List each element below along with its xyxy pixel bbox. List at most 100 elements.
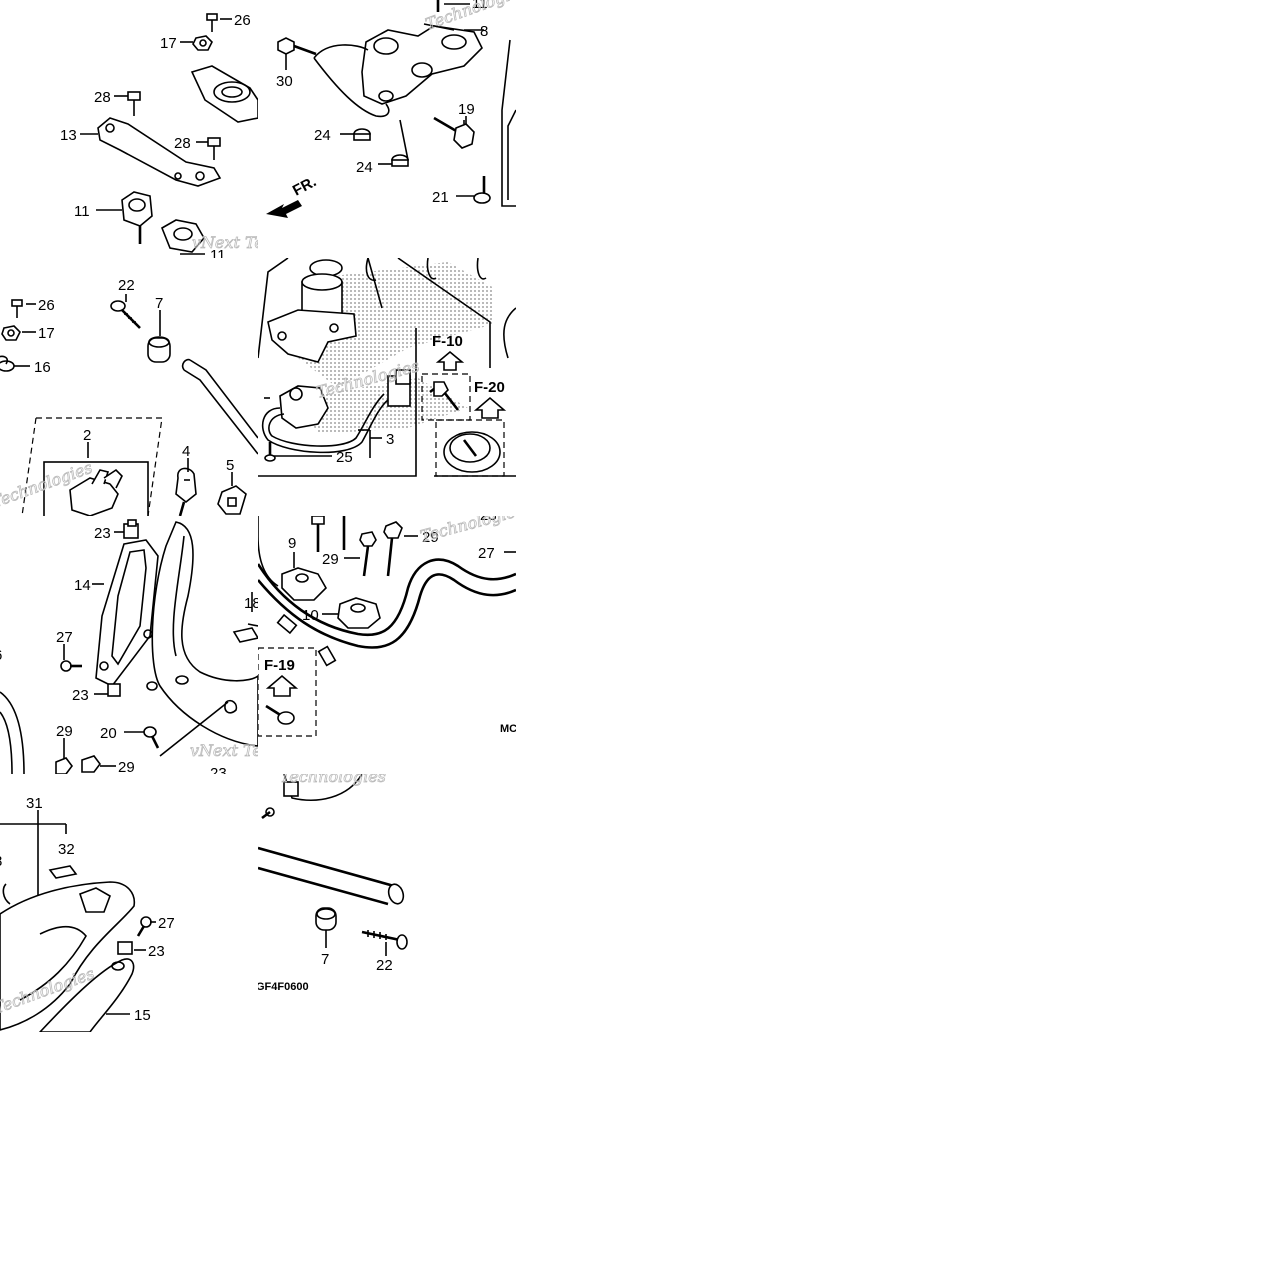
callout-31: 31 <box>26 795 43 812</box>
callout-20: 20 <box>100 725 117 742</box>
callout-29a: 29 <box>56 723 73 740</box>
handlebar-end-pipe-part <box>258 846 405 906</box>
tile-ignition-switch: 6 3 25 F-10 F-20 <box>258 258 516 516</box>
weight-7-part <box>315 907 337 931</box>
callout-4: 4 <box>182 443 190 460</box>
callout-23b: 23 <box>72 687 89 704</box>
callout-11a: 11 <box>74 203 90 220</box>
callout-17: 17 <box>38 325 55 342</box>
callout-23: 23 <box>148 943 165 960</box>
watermark-text: vNext Technologies <box>190 741 258 760</box>
tile-4-drawing: 6 3 25 F-10 F-20 <box>258 258 516 477</box>
callout-15: 15 <box>134 1007 151 1024</box>
weight-7-part <box>147 336 171 363</box>
bolt-29a-part <box>55 757 73 774</box>
nut-23-part <box>117 941 133 955</box>
washer-16-part <box>0 355 15 372</box>
screw-20-part <box>143 726 160 749</box>
callout-28a: 28 <box>94 89 111 106</box>
tile-key-set: 26 17 16 22 <box>0 258 258 516</box>
bolt-f19-part <box>265 704 295 725</box>
callout-17: 17 <box>160 35 177 52</box>
bolt-28b-part <box>207 137 221 160</box>
top-bridge-8-part <box>313 25 483 118</box>
callout-21: 21 <box>432 189 449 206</box>
tile-2-drawing: 11 8 30 <box>266 0 516 218</box>
screw-27-part <box>60 660 82 672</box>
front-direction-label: FR. <box>290 173 319 199</box>
pad-32-part <box>48 865 78 879</box>
holder-plate-part <box>190 65 258 123</box>
callout-29b: 29 <box>118 759 135 774</box>
tile-rear-cover: 31 32 8 15 <box>0 774 258 1032</box>
tag-5-part <box>217 485 247 515</box>
callout-23c: 23 <box>210 765 227 774</box>
ref-f19: F-19 <box>264 657 295 674</box>
bolt-30-part <box>277 37 317 56</box>
callout-25: 25 <box>336 449 353 466</box>
tile-handlebar-holder: 26 17 28 <box>0 0 258 258</box>
screw-22-part <box>361 930 408 950</box>
screw-27-part <box>136 916 152 937</box>
tile-8-drawing: 7 22 GF4F0600 Technologies <box>258 774 408 993</box>
bolt-29b-part <box>359 531 377 577</box>
handlebar-pipe-part <box>258 558 516 667</box>
callout-27: 27 <box>158 915 175 932</box>
upper-holder-9-part <box>281 567 327 601</box>
bolt-21-part <box>473 176 491 204</box>
callout-27: 27 <box>478 545 495 562</box>
grommet-24b-part <box>391 154 409 167</box>
cap-f20-part <box>443 431 501 473</box>
callout-13: 13 <box>60 127 77 144</box>
diagram-code-fragment: MC <box>500 723 516 735</box>
nut-23b-part <box>107 683 121 697</box>
tile-bar-end-weight: 7 22 GF4F0600 Technologies <box>258 774 516 1032</box>
lower-holder-11-part <box>121 191 205 253</box>
callout-6: 6 <box>0 647 2 664</box>
diagram-code: GF4F0600 <box>258 981 309 993</box>
handle-cover-part <box>146 521 258 747</box>
tile-1-drawing: 26 17 28 <box>60 12 258 258</box>
bolt-26-part <box>11 299 23 318</box>
callout-32: 32 <box>58 841 75 858</box>
lower-cover-15-part <box>38 958 135 1032</box>
holder-10-part <box>337 597 381 629</box>
tile-top-bridge: 11 8 30 <box>258 0 516 258</box>
watermark-text: vNext Technologies <box>192 233 258 252</box>
screw-22-part <box>110 300 141 329</box>
callout-14: 14 <box>74 577 91 594</box>
screw-25-part <box>264 442 276 462</box>
callout-30: 30 <box>276 73 293 90</box>
callout-24b: 24 <box>356 159 373 176</box>
ref-arrow-f20-icon <box>473 396 507 419</box>
tile-3-drawing: 26 17 16 22 <box>0 277 258 516</box>
ignition-switch-part <box>267 259 357 363</box>
bracket-14-part <box>95 539 159 688</box>
nut-17-part <box>1 325 21 341</box>
front-direction-arrow-icon <box>266 200 302 218</box>
callout-5: 5 <box>226 457 234 474</box>
ref-arrow-f19-icon <box>265 674 299 697</box>
callout-22: 22 <box>118 277 135 294</box>
nut-23a-part <box>123 519 139 539</box>
switch-cover-part <box>261 369 411 454</box>
grommet-24a-part <box>353 128 371 141</box>
callout-24a: 24 <box>314 127 331 144</box>
bolt-f10-part <box>429 381 460 411</box>
ref-arrow-f10-icon <box>435 350 465 371</box>
callout-9: 9 <box>288 535 296 552</box>
callout-16: 16 <box>34 359 51 376</box>
callout-29b: 29 <box>322 551 339 568</box>
callout-26: 26 <box>234 12 251 29</box>
rear-cover-part <box>0 881 136 1031</box>
screw-part <box>261 807 275 820</box>
callout-27: 27 <box>56 629 73 646</box>
callout-28b: 28 <box>174 135 191 152</box>
callout-26: 26 <box>38 297 55 314</box>
bolt-set-top-part <box>311 516 346 552</box>
bolt-29a-part <box>383 521 403 577</box>
bolt-26-part <box>206 13 218 32</box>
callout-3: 3 <box>386 431 394 448</box>
callout-11: 11 <box>472 0 488 12</box>
